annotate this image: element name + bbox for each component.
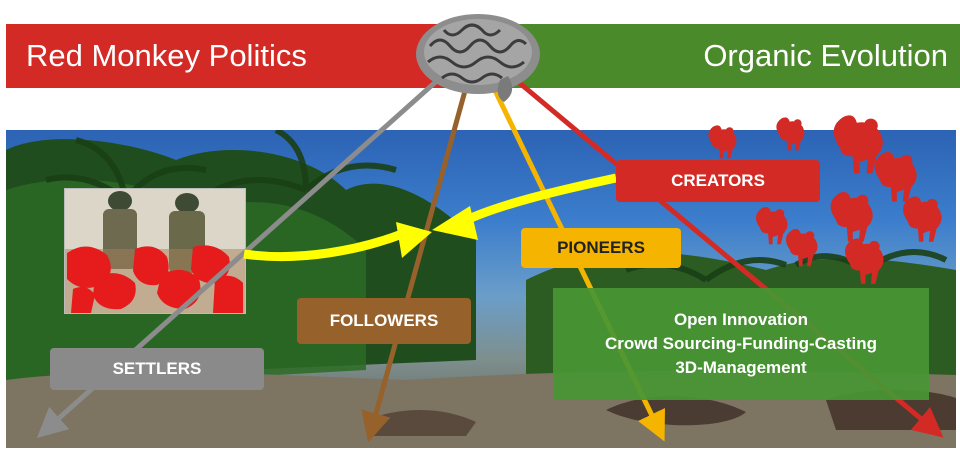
soldiers-image xyxy=(65,189,245,313)
crowd-sourcing-text: Crowd Sourcing-Funding-Casting xyxy=(605,334,877,353)
soldiers-transfer-arrow xyxy=(243,229,404,262)
red-monkey-icon xyxy=(755,207,788,245)
open-innovation-box: Open Innovation Crowd Sourcing-Funding-C… xyxy=(553,288,929,400)
red-monkey-politics-title: Red Monkey Politics xyxy=(26,38,307,73)
followers-label: FOLLOWERS xyxy=(297,298,471,344)
red-monkey-icon xyxy=(708,125,737,159)
red-monkey-politics-banner: Red Monkey Politics xyxy=(6,24,486,88)
3d-management-text: 3D-Management xyxy=(675,358,807,377)
creators-transfer-arrow xyxy=(460,173,617,227)
brain-image xyxy=(416,14,540,102)
pioneers-label: PIONEERS xyxy=(521,228,681,268)
organic-evolution-banner: Organic Evolution xyxy=(486,24,960,88)
red-monkey-icon xyxy=(903,196,942,242)
red-monkey-icon xyxy=(830,192,873,242)
red-monkey-icon xyxy=(874,152,917,202)
followers-arrow xyxy=(361,79,471,443)
soldiers-photo xyxy=(64,188,246,314)
creators-label: CREATORS xyxy=(616,160,820,202)
open-innovation-text: Open Innovation xyxy=(673,310,809,329)
red-monkey-icon xyxy=(845,238,884,284)
red-monkey-icon xyxy=(785,229,818,267)
organic-evolution-title: Organic Evolution xyxy=(703,38,948,73)
red-monkey-icon xyxy=(776,117,805,151)
settlers-label: SETTLERS xyxy=(50,348,264,390)
